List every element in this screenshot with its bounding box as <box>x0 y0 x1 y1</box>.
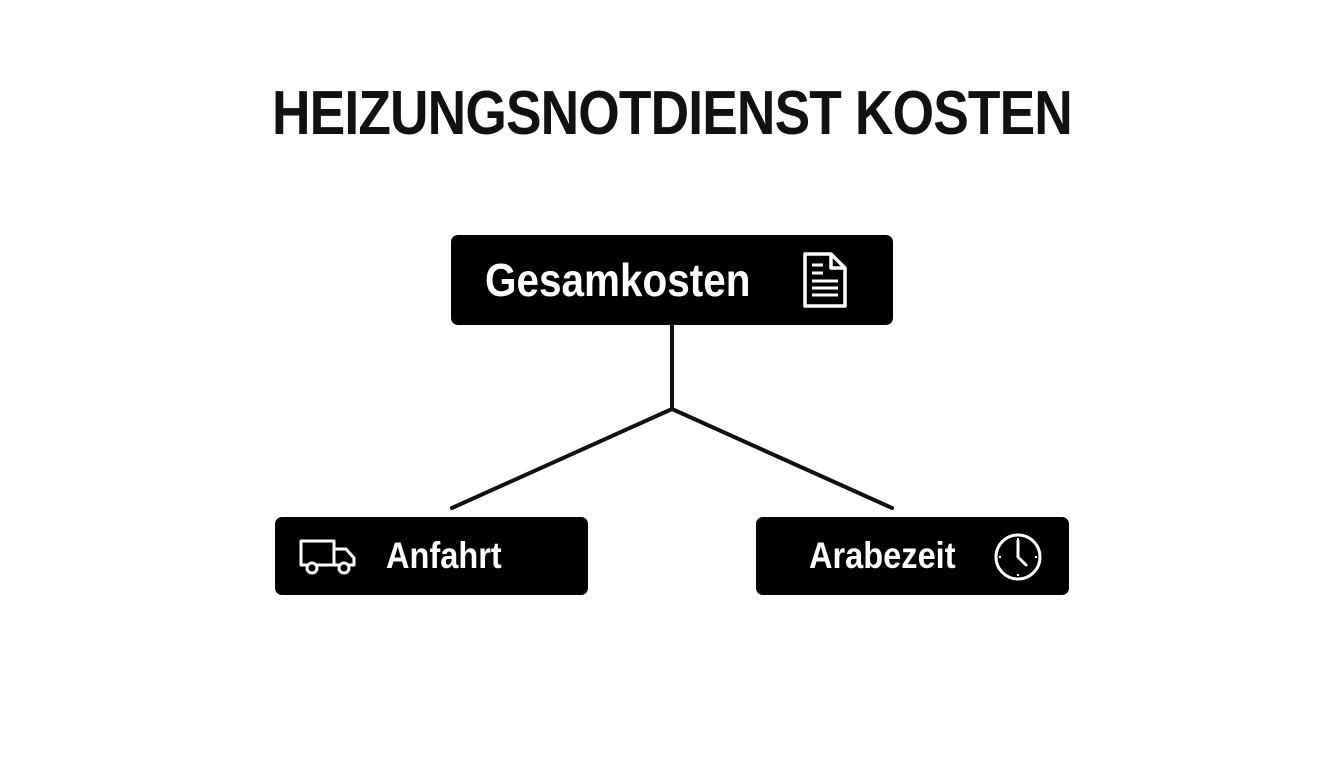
connector-to-arabezeit <box>670 407 894 510</box>
truck-icon <box>299 539 356 575</box>
clock-icon <box>994 533 1042 581</box>
diagram-title: HEIZUNGSNOTDIENST KOSTEN <box>272 79 1073 148</box>
node-gesamkosten: Gesamkosten <box>451 235 893 325</box>
node-arabezeit-label: Arabezeit <box>809 535 956 576</box>
node-anfahrt-label: Anfahrt <box>386 535 502 576</box>
connector-to-anfahrt <box>450 407 674 510</box>
node-arabezeit: Arabezeit <box>756 517 1069 595</box>
node-gesamkosten-label: Gesamkosten <box>485 254 751 306</box>
node-anfahrt: Anfahrt <box>275 517 588 595</box>
document-icon <box>803 252 847 308</box>
